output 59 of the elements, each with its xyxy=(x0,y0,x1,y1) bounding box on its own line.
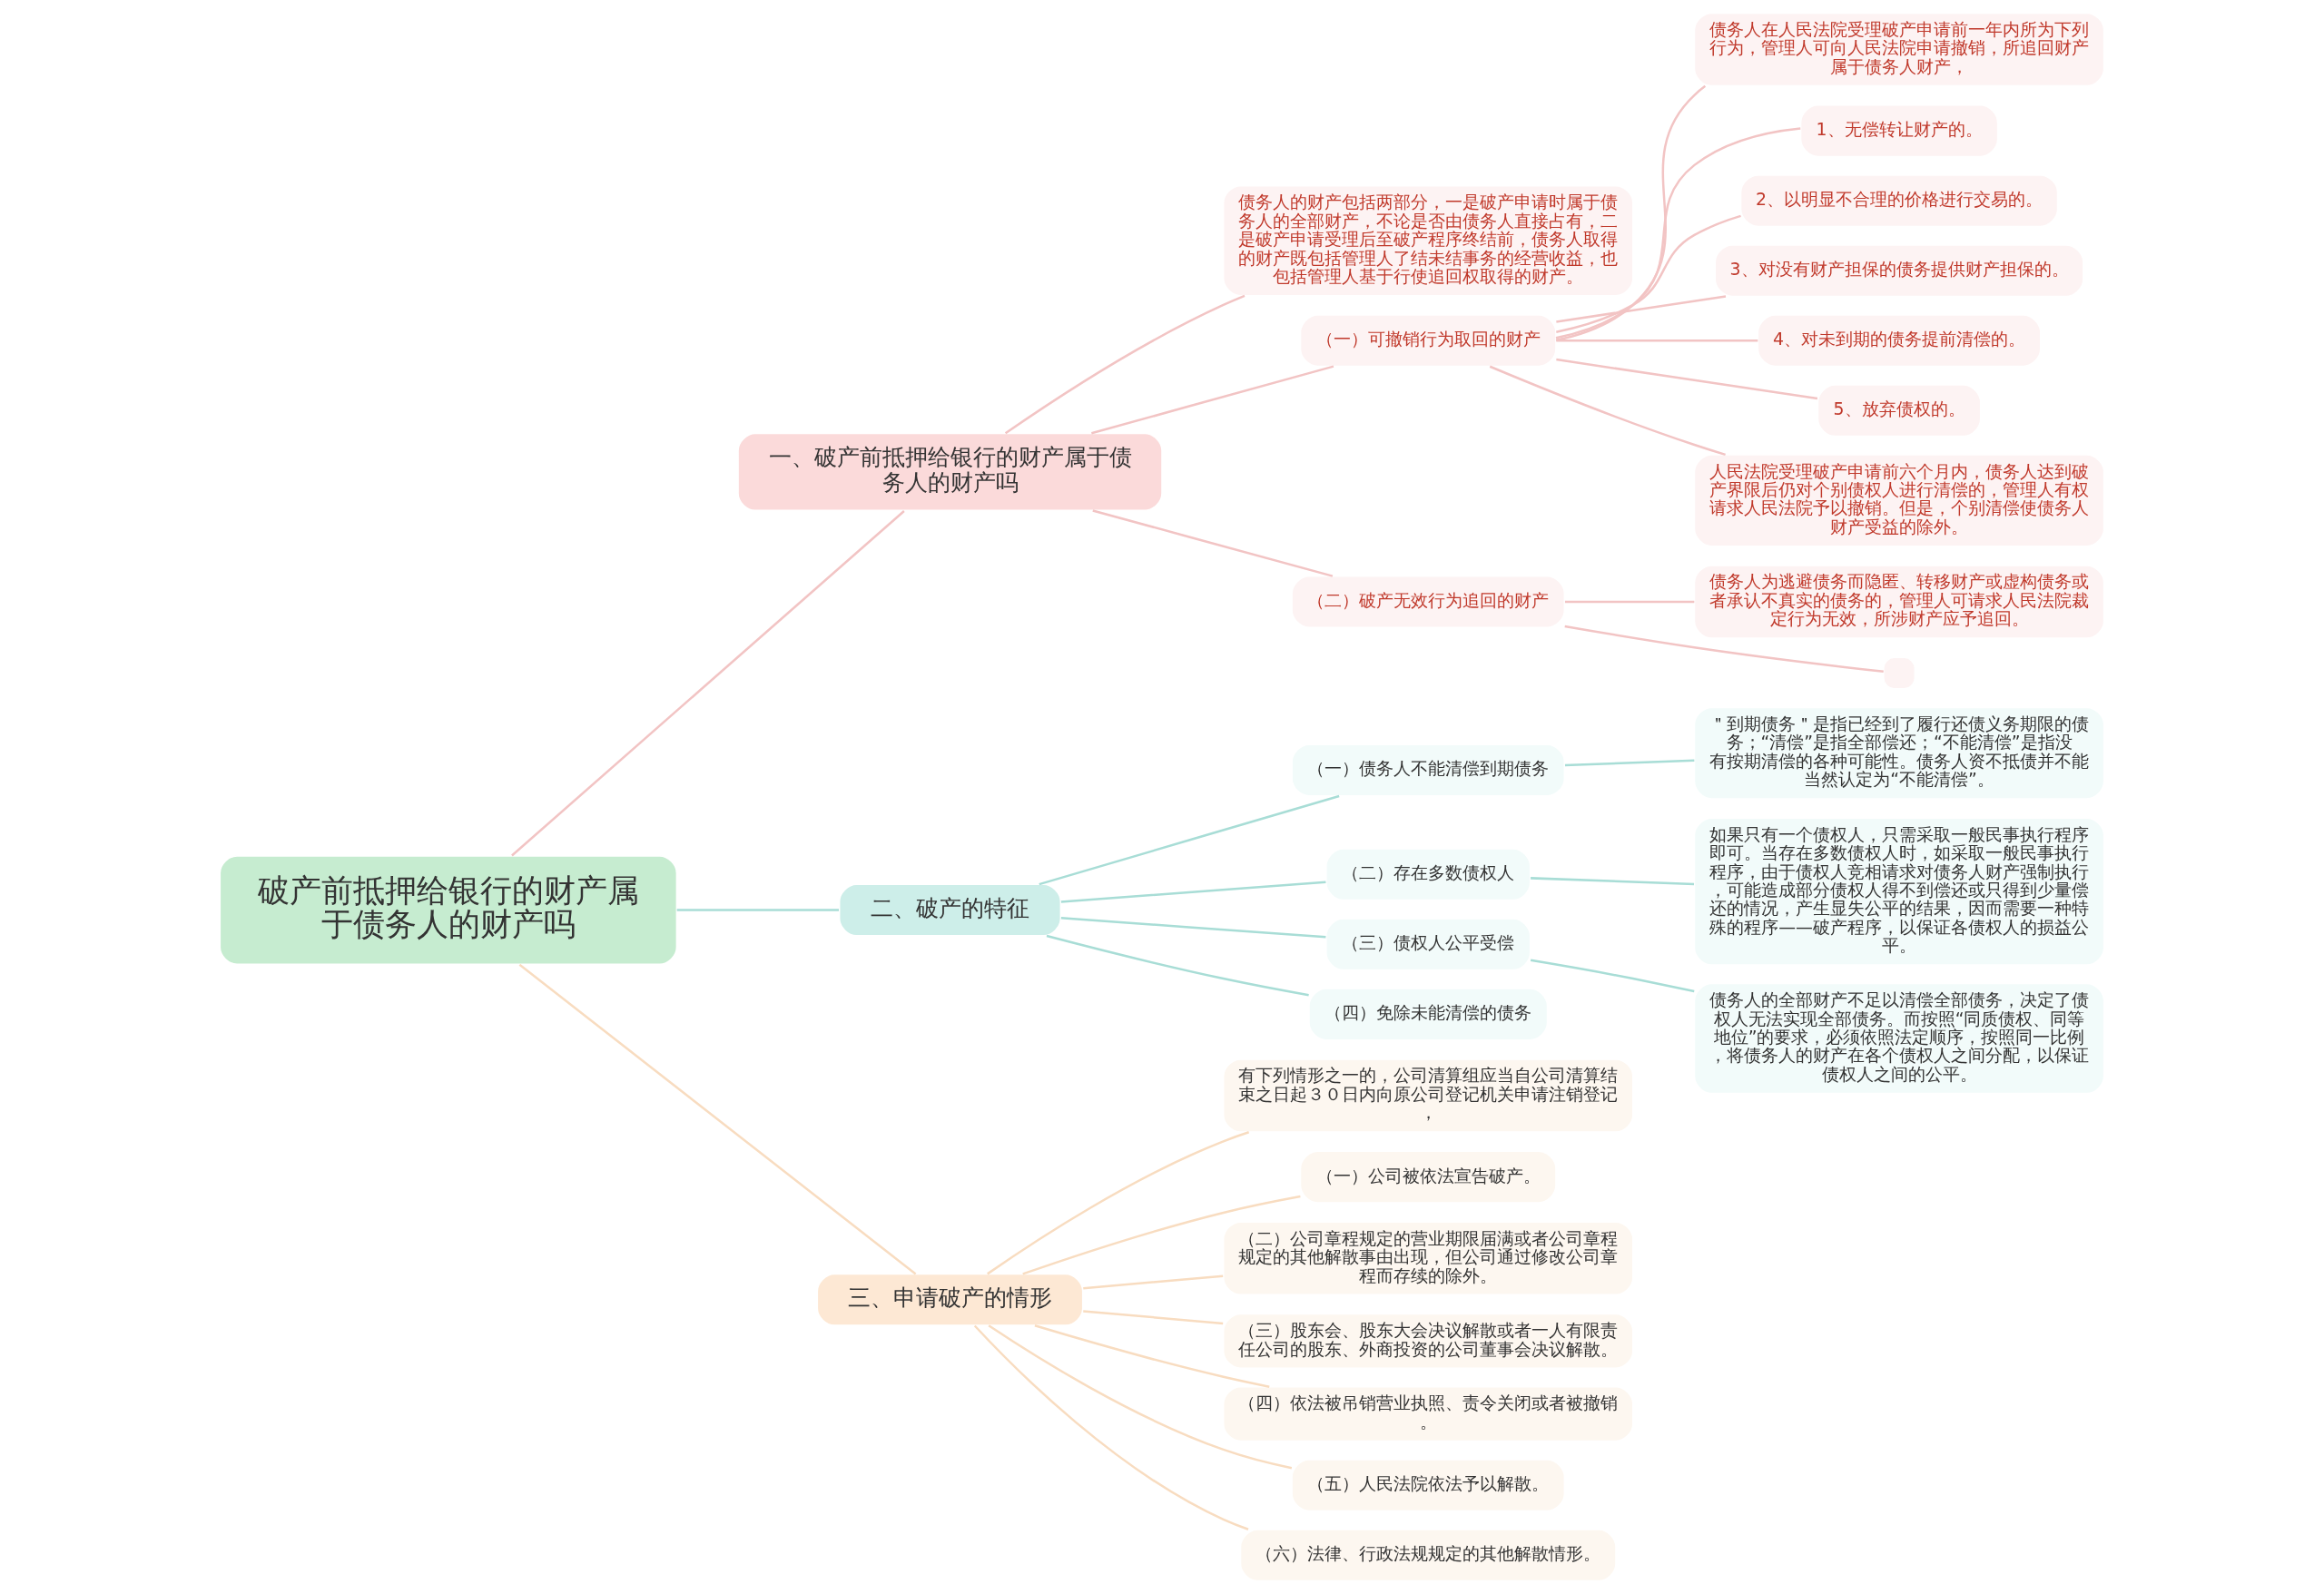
node-box: （三）债权人公平受偿 xyxy=(1325,918,1531,971)
node-box: （二）公司章程规定的营业期限届满或者公司章程规定的其他解散事由出现，但公司通过修改公司章程而存续的除外。 xyxy=(1222,1221,1634,1296)
node-box: （四）依法被吊销营业执照、责令关闭或者被撤销。 xyxy=(1222,1385,1634,1442)
connector xyxy=(1489,365,1726,457)
node-box: 如果只有一个债权人，只需采取一般民事执行程序即可。当存在多数债权人时，如采取一般民事执行程序，由于债权人竞相请求对债务人财产强制执行，可能造成部分债权人得不到偿还或只得到少量偿还的情况，产生显失公平的结果，因而需要一种特殊的程序——破产程序，以保证各债权人的损益公平。 xyxy=(1693,817,2105,966)
connector xyxy=(1555,127,1801,339)
node-box: 债务人的财产包括两部分，一是破产申请时属于债务人的全部财产，不论是否由债务人直接占有，二是破产申请受理后至破产程序终结前，债务人取得的财产既包括管理人了结未结事务的经营收益，也包括管理人基于行使追回权取得的财产。 xyxy=(1222,184,1634,297)
node-box: 4、对未到期的债务提前清偿的。 xyxy=(1757,314,2042,368)
connector xyxy=(1083,1310,1224,1325)
node-box: 3、对没有财产担保的债务提供财产担保的。 xyxy=(1714,244,2084,298)
connector xyxy=(1564,759,1695,767)
connector xyxy=(1060,881,1326,903)
node-box: 三、申请破产的情形 xyxy=(816,1273,1084,1326)
connector xyxy=(1556,358,1818,400)
connector xyxy=(973,1324,1249,1530)
node-box: 5、放弃债权的。 xyxy=(1817,384,1982,438)
node-box: 二、破产的特征 xyxy=(838,883,1062,937)
node-box: 1、无偿转让财产的。 xyxy=(1799,104,1999,158)
connector xyxy=(676,909,840,911)
connector xyxy=(1034,1324,1270,1388)
node-box: 一、破产前抵押给银行的财产属于债务人的财产吗 xyxy=(737,432,1163,512)
node-box: 债务人为逃避债务而隐匿、转移财产或虚构债务或者承认不真实的债务的，管理人可请求人民法院裁定行为无效，所涉财产应予追回。 xyxy=(1693,565,2105,639)
connector xyxy=(1530,959,1695,993)
connector xyxy=(1555,84,1707,342)
node-box: （五）人民法院依法予以解散。 xyxy=(1291,1459,1566,1512)
node-box: ＂到期债务＂是指已经到了履行还债义务期限的债务；“清偿”是指全部偿还；“不能清偿”是指没有按期清偿的各种可能性。债务人资不抵债并不能当然认定为“不能清偿”。 xyxy=(1693,706,2105,800)
connector xyxy=(1004,294,1246,435)
connector xyxy=(1556,295,1727,323)
connector xyxy=(518,963,917,1275)
node-box: 有下列情形之一的，公司清算组应当自公司清算结束之日起３０日内向原公司登记机关申请注销登记， xyxy=(1222,1058,1634,1133)
connector xyxy=(1022,1195,1301,1275)
connector xyxy=(1564,625,1884,674)
node-box: （二）破产无效行为追回的财产 xyxy=(1291,575,1566,629)
connector xyxy=(1531,877,1695,886)
node-box: （三）股东会、股东大会决议解散或者一人有限责任公司的股东、外商投资的公司董事会决议解散。 xyxy=(1222,1313,1634,1370)
connector xyxy=(1556,339,1758,342)
node-box: （一）公司被依法宣告破产。 xyxy=(1299,1150,1557,1204)
connector xyxy=(511,510,905,857)
connector xyxy=(987,1131,1250,1275)
connector xyxy=(988,1324,1293,1470)
connector xyxy=(1092,509,1334,577)
connector xyxy=(1046,934,1309,997)
connector xyxy=(1556,214,1741,333)
node-box: （四）免除未能清偿的债务 xyxy=(1308,988,1549,1041)
node-box: （二）存在多数债权人 xyxy=(1325,848,1531,901)
node-box: （六）法律、行政法规规定的其他解散情形。 xyxy=(1239,1529,1617,1582)
node-box: 2、以明显不合理的价格进行交易的。 xyxy=(1739,174,2059,228)
connector xyxy=(1083,1274,1224,1290)
node-box: 人民法院受理破产申请前六个月内，债务人达到破产界限后仍对个别债权人进行清偿的，管理人有权请求人民法院予以撤销。但是，个别清偿使债务人财产受益的除外。 xyxy=(1693,454,2105,547)
node-box: 破产前抵押给银行的财产属于债务人的财产吗 xyxy=(219,855,678,966)
node-box: 债务人在人民法院受理破产申请前一年内所为下列行为，管理人可向人民法院申请撤销，所追回财产属于债务人财产， xyxy=(1693,12,2105,87)
connector xyxy=(1060,917,1326,939)
node-box: （一）债务人不能清偿到期债务 xyxy=(1291,743,1566,797)
connector xyxy=(1091,365,1334,435)
connector xyxy=(1039,794,1340,886)
node-box: （一）可撤销行为取回的财产 xyxy=(1299,314,1557,368)
node-box xyxy=(1883,656,1916,690)
node-box: 债务人的全部财产不足以清偿全部债务，决定了债权人无法实现全部债务。而按照“同质债权、同等地位”的要求，必须依照法定顺序，按照同一比例，将债务人的财产在各个债权人之间分配，以保证债权人之间的公平。 xyxy=(1693,982,2105,1095)
connector xyxy=(1564,600,1695,604)
